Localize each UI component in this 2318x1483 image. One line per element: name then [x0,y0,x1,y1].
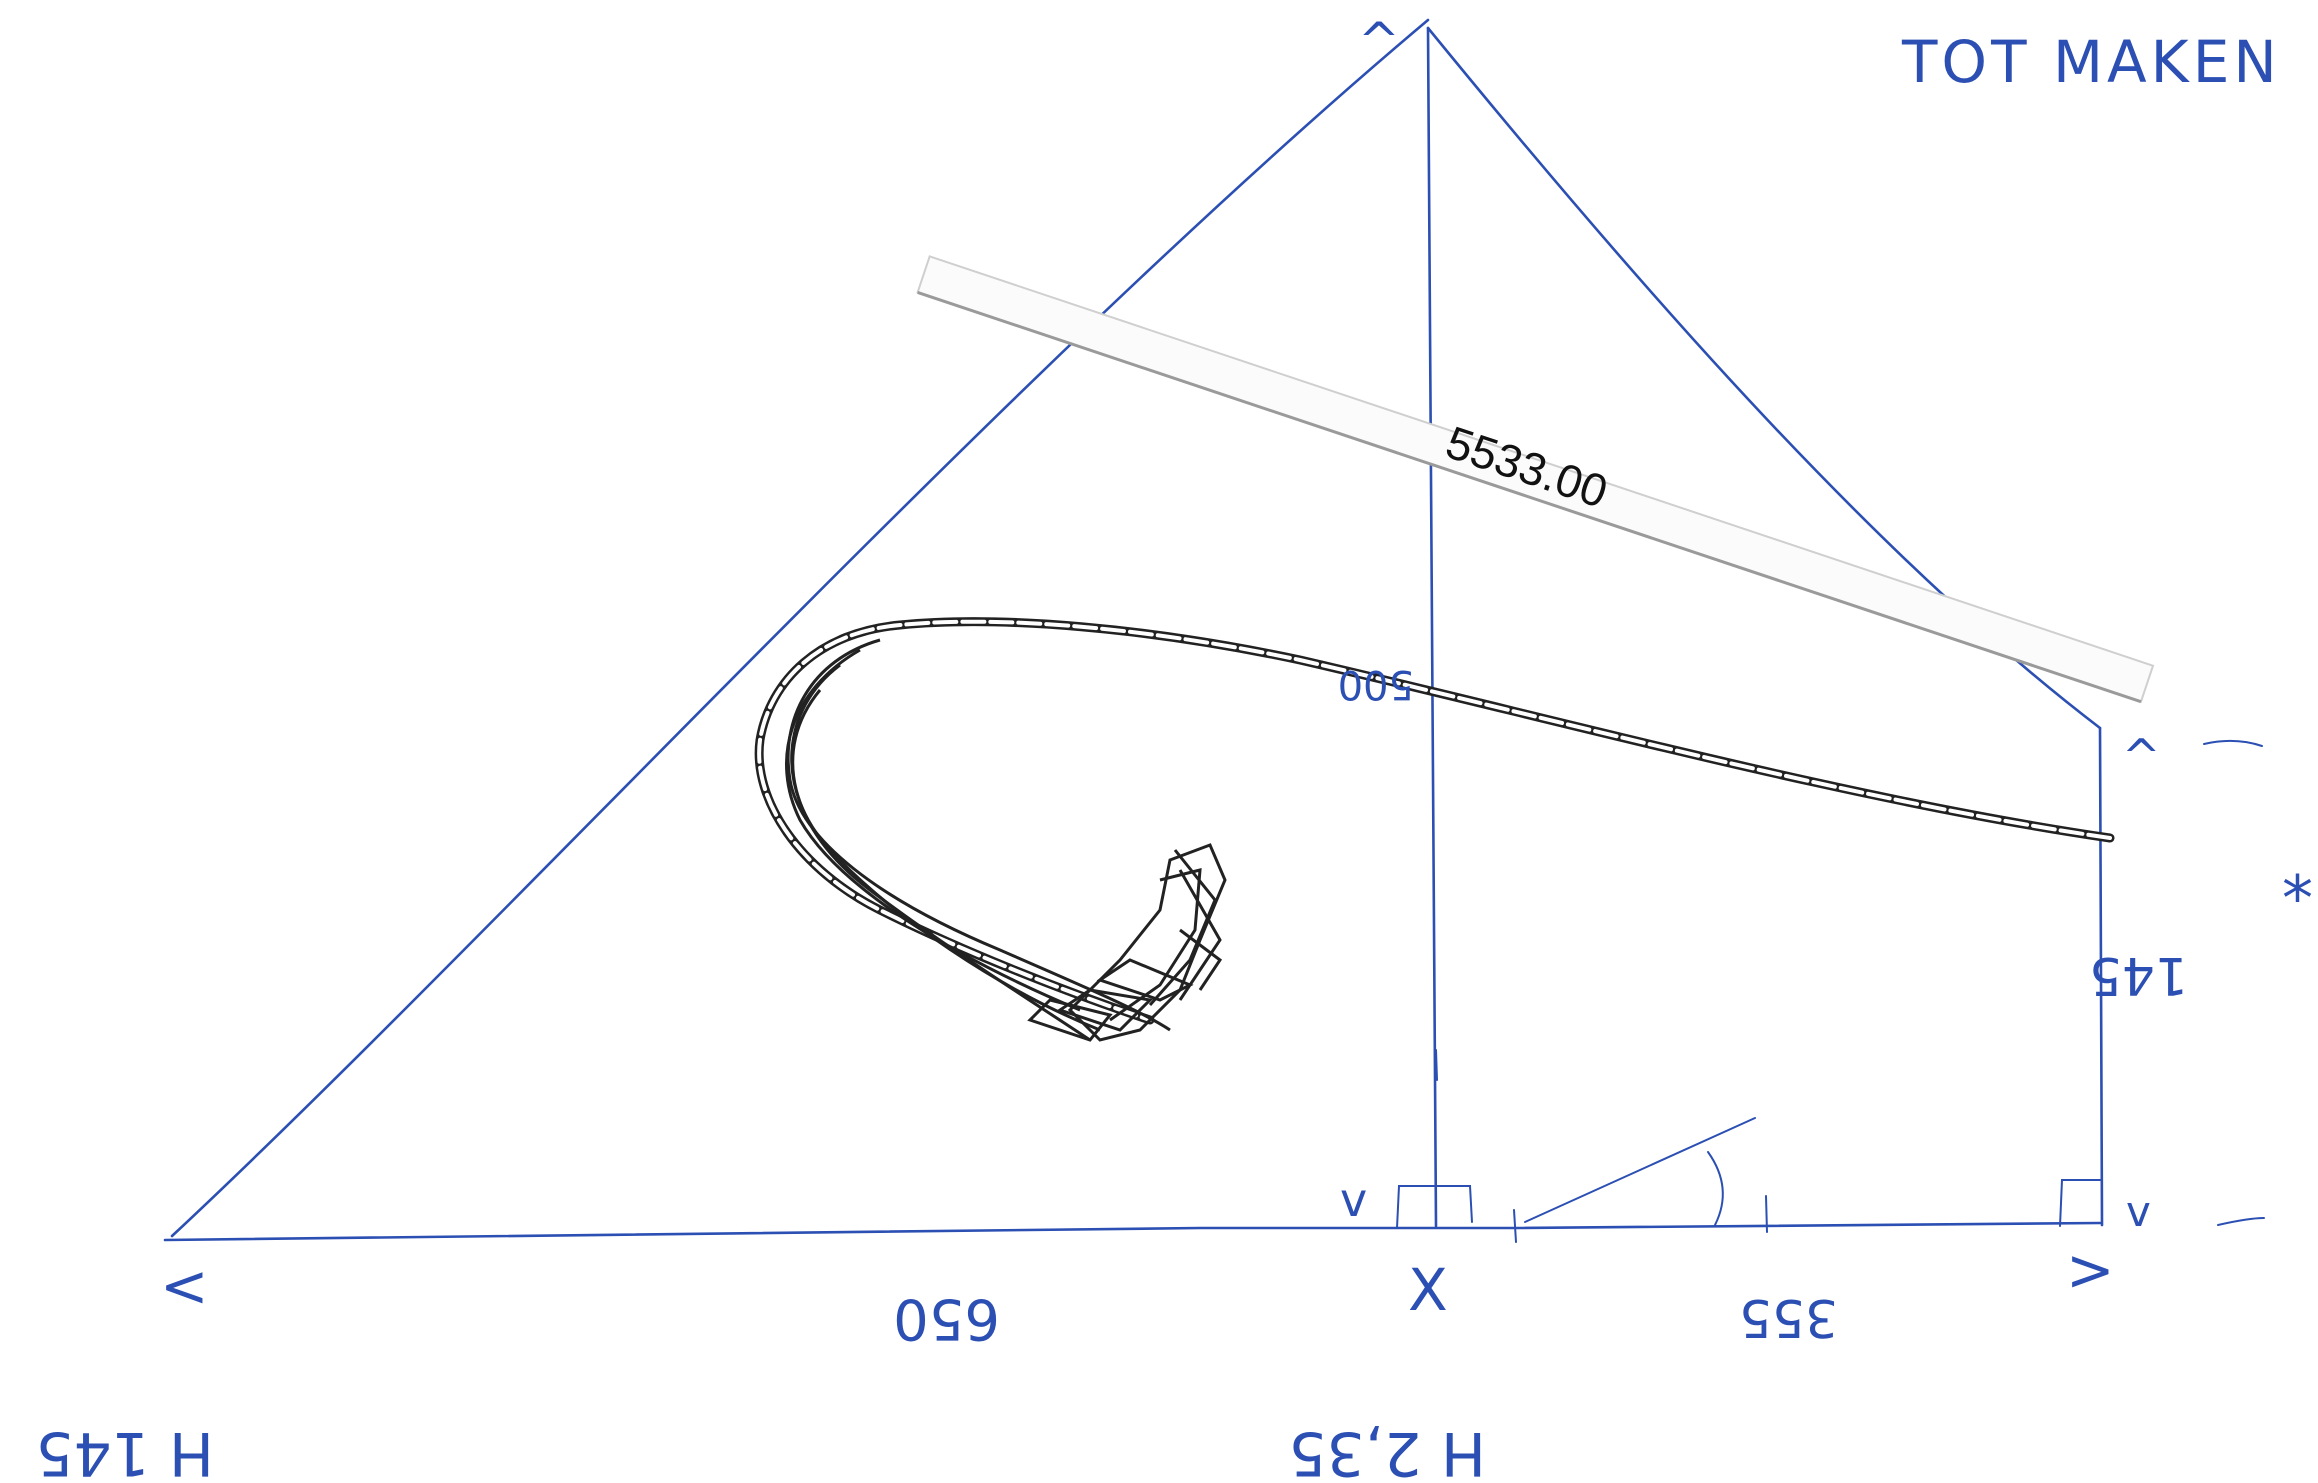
right-top-marker: ^ [2122,729,2161,783]
height-center-group: H 2,35 [1288,1418,1486,1483]
height-left: H 145 [35,1418,214,1483]
right-dash-bottom [2217,1217,2265,1226]
rod-main-segments [757,619,2112,1022]
slope-angle-arc [1707,1151,1724,1226]
right-base-marker: > [2066,1236,2115,1304]
wall-height-group: 145 [2089,945,2188,1005]
base-right-length-group: 355 [1739,1287,1838,1347]
base-left-length-group: 650 [893,1286,1000,1351]
tick-mark-1 [1513,1209,1517,1243]
left-corner-marker: < [160,1252,209,1320]
rod-inner-curve-4 [791,689,1091,1042]
center-right-angle-box [1396,1185,1473,1229]
ridge-marker: ^ [1358,12,1400,70]
center-length: 500 [1338,661,1414,707]
left-roof-slope [170,18,1430,1238]
right-wall-right-angle-box [2059,1179,2101,1227]
dimension-bar-shadow [917,290,2142,704]
height-left-group: H 145 [35,1418,214,1483]
center-base-marker: X [1408,1256,1448,1324]
center-vertical [1426,26,1438,1228]
right-dash-top [2203,739,2263,747]
right-bottom-marker: v [2126,1187,2151,1236]
center-angle-marker: v [1340,1173,1367,1227]
rod-inner-curve-2 [785,648,1081,1012]
wall-height: 145 [2089,945,2188,1005]
right-wall [2098,726,2104,1227]
center-length-group: 500 [1338,661,1414,707]
rod-twisted-end [1027,843,1227,1042]
tick-mark-2 [1765,1195,1768,1233]
roof-outline [163,18,2265,1243]
base-left-length: 650 [893,1286,1000,1351]
rod-inner-curve-3 [790,663,1101,1032]
center-base-mark [1435,1049,1438,1081]
note-top-right: TOT MAKEN [1901,28,2281,96]
base-right-length: 355 [1739,1287,1838,1347]
slope-angle-line [1524,1117,1756,1223]
height-center: H 2,35 [1288,1418,1486,1483]
asterisk-marker: * [2282,862,2313,935]
curled-rod [754,617,2115,1042]
base-line [163,1221,2102,1242]
dimension-value: 5533.00 [1440,416,1614,518]
